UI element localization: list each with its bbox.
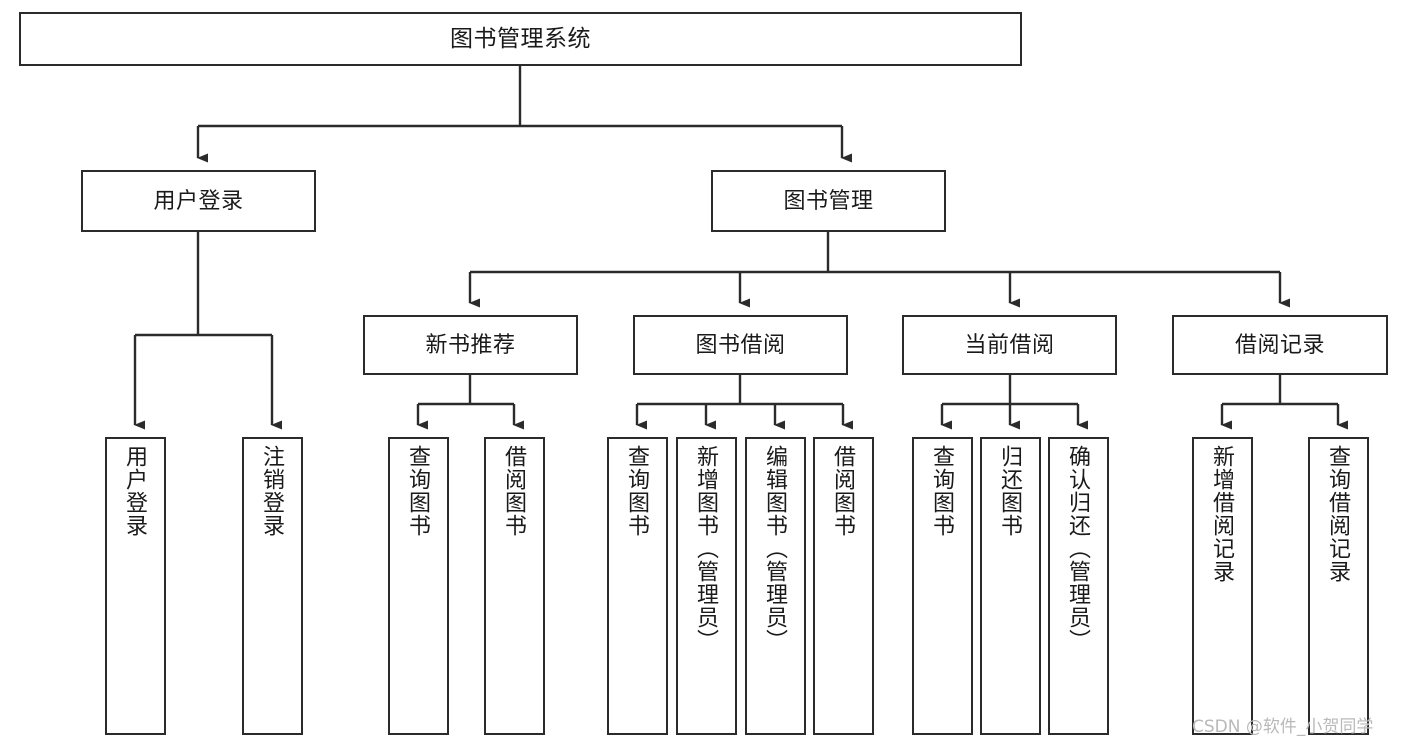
node-label: 用户登录 [153, 188, 244, 214]
node-label: 新增图书（管理员） [694, 445, 720, 652]
node-leaf-edit-book[interactable]: 编辑图书（管理员） [745, 437, 806, 735]
node-label: 图书管理 [783, 188, 874, 214]
node-label: 借阅图书 [831, 445, 857, 537]
node-label: 借阅图书 [502, 445, 528, 537]
node-label: 确认归还（管理员） [1066, 445, 1092, 652]
node-label: 借阅记录 [1234, 332, 1325, 358]
node-label: 图书借阅 [695, 332, 786, 358]
node-label: 新增借阅记录 [1210, 445, 1236, 583]
node-user-login[interactable]: 用户登录 [81, 170, 316, 232]
node-leaf-return-book[interactable]: 归还图书 [980, 437, 1041, 735]
node-root-book-management-system[interactable]: 图书管理系统 [19, 12, 1022, 66]
node-label: 归还图书 [998, 445, 1024, 537]
node-leaf-query-book-3[interactable]: 查询图书 [912, 437, 973, 735]
node-label: 查询图书 [930, 445, 956, 537]
node-label: 查询借阅记录 [1326, 445, 1352, 583]
node-leaf-user-login[interactable]: 用户登录 [105, 437, 166, 735]
node-leaf-add-record[interactable]: 新增借阅记录 [1192, 437, 1253, 735]
node-borrow-record[interactable]: 借阅记录 [1172, 315, 1388, 375]
node-current-borrow[interactable]: 当前借阅 [902, 315, 1117, 375]
node-label: 查询图书 [625, 445, 651, 537]
node-label: 注销登录 [260, 445, 286, 537]
node-label: 当前借阅 [964, 332, 1055, 358]
node-label: 新书推荐 [425, 332, 516, 358]
node-label: 用户登录 [123, 445, 149, 537]
node-leaf-borrow-book-2[interactable]: 借阅图书 [813, 437, 874, 735]
node-new-book-recommend[interactable]: 新书推荐 [363, 315, 578, 375]
node-label: 查询图书 [406, 445, 432, 537]
node-leaf-query-book-2[interactable]: 查询图书 [607, 437, 668, 735]
node-leaf-logout-login[interactable]: 注销登录 [242, 437, 303, 735]
node-label: 图书管理系统 [450, 25, 591, 52]
csdn-watermark: CSDN @软件_小贺同学 [1192, 717, 1374, 737]
node-book-manage[interactable]: 图书管理 [711, 170, 946, 232]
node-leaf-query-book-1[interactable]: 查询图书 [388, 437, 449, 735]
node-book-borrow[interactable]: 图书借阅 [633, 315, 848, 375]
node-label: 编辑图书（管理员） [763, 445, 789, 652]
node-leaf-add-book[interactable]: 新增图书（管理员） [676, 437, 737, 735]
node-leaf-borrow-book-1[interactable]: 借阅图书 [484, 437, 545, 735]
node-leaf-confirm-return[interactable]: 确认归还（管理员） [1048, 437, 1109, 735]
node-leaf-query-record[interactable]: 查询借阅记录 [1308, 437, 1369, 735]
